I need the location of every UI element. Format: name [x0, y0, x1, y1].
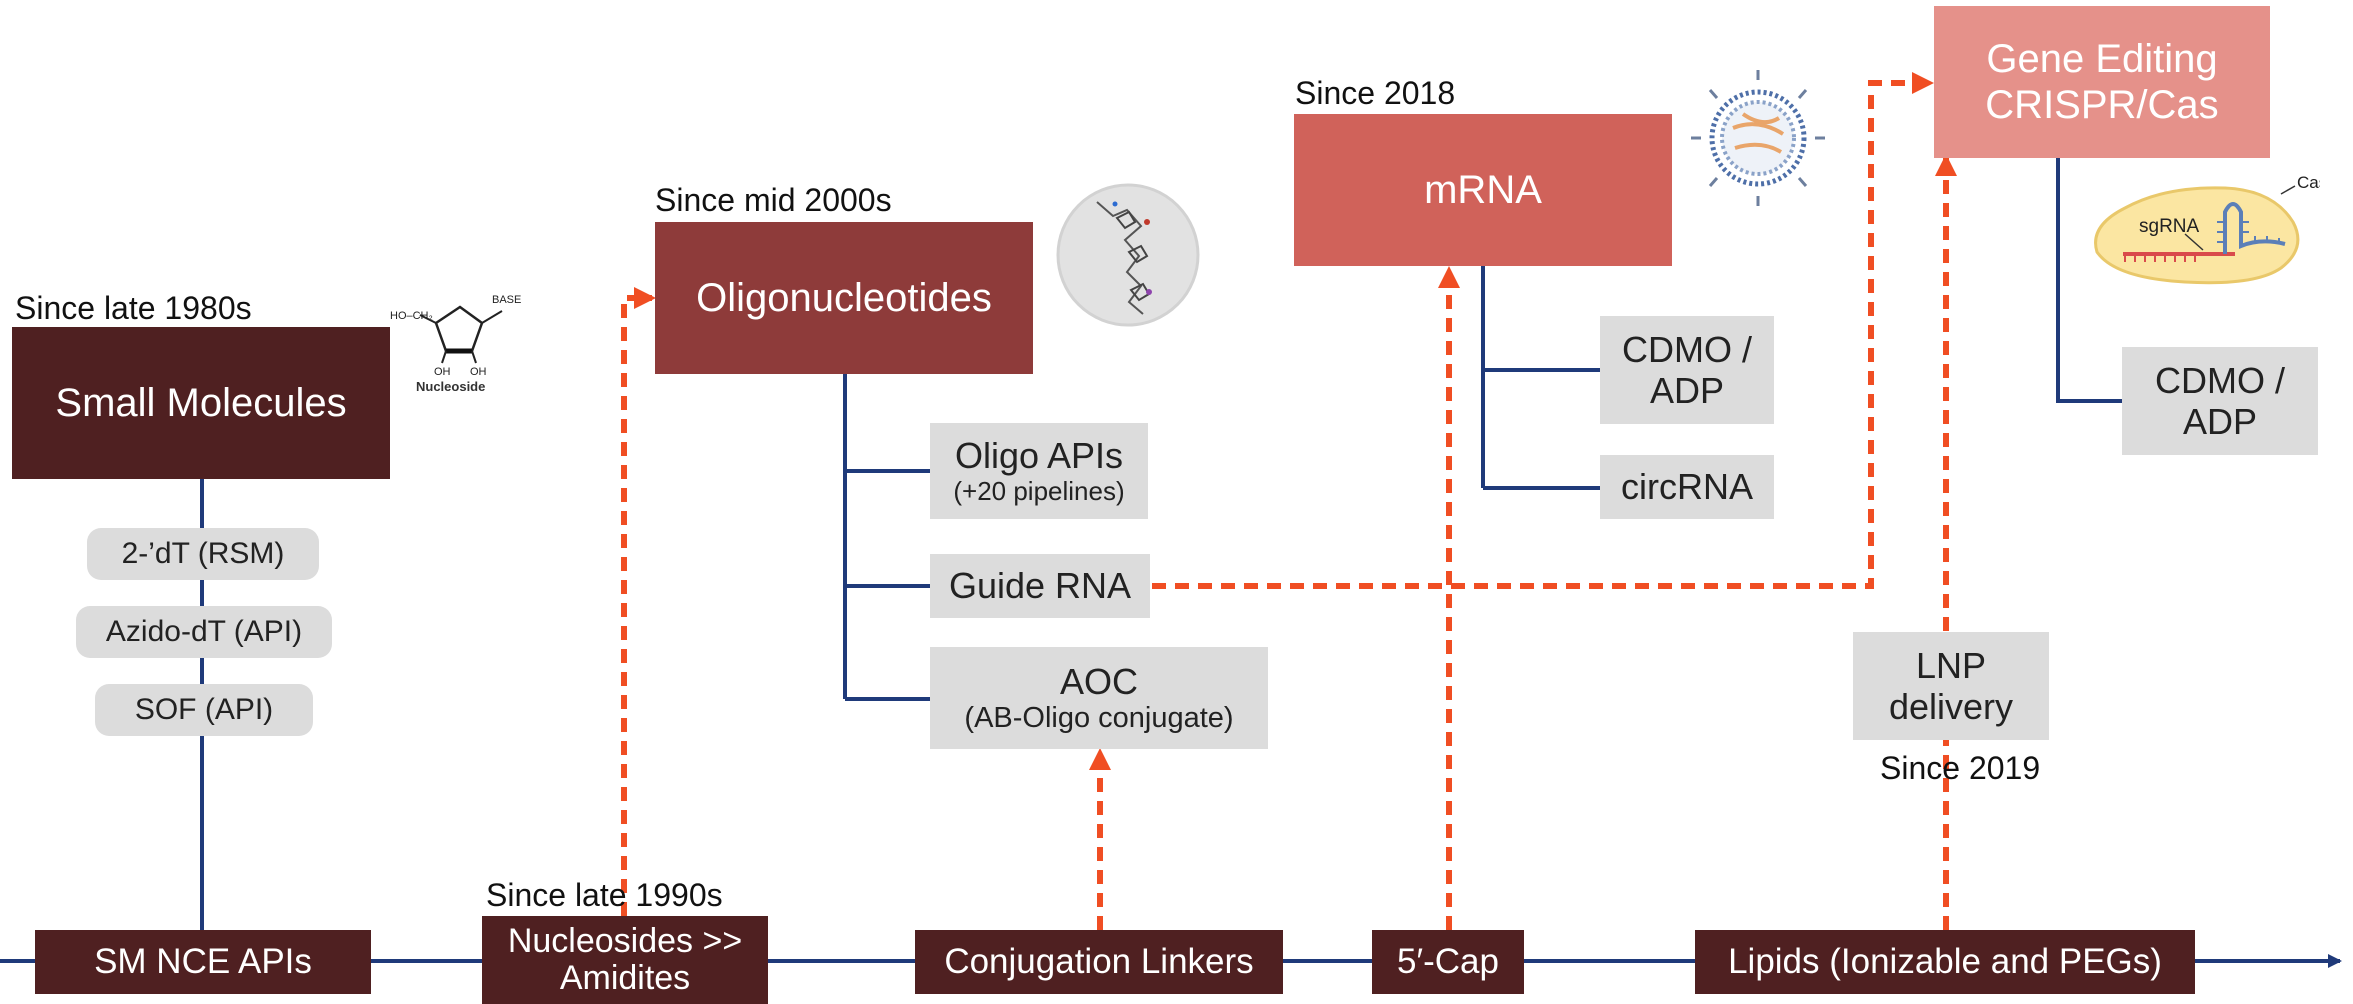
mrna-box: mRNA — [1294, 114, 1672, 266]
aoc-label: AOC — [1059, 660, 1138, 702]
lnp-label-line2: delivery — [1888, 686, 2014, 727]
mrna-cdmo-label-line2: ADP — [1649, 370, 1725, 411]
sgrna-label: sgRNA — [2139, 216, 2200, 237]
mrna-branch-lines — [1481, 265, 1600, 490]
gene-branch-line — [2056, 157, 2122, 403]
nucleoside-base-label: BASE — [492, 294, 521, 306]
gene-cdmo-label-line2: ADP — [2182, 401, 2258, 442]
timeline-nucleosides-label-line2: Amidites — [559, 959, 691, 997]
mrna-cdmo-box: CDMO / ADP — [1600, 316, 1774, 424]
sm-product-item: SOF (API) — [95, 684, 313, 736]
since-label-lnp: Since 2019 — [1880, 750, 2041, 786]
aoc-box: AOC (AB-Oligo conjugate) — [930, 647, 1268, 749]
lnp-delivery-box: LNP delivery — [1853, 632, 2049, 740]
oligo-branch-lines — [843, 372, 930, 701]
timeline-lipids-label: Lipids (Ionizable and PEGs) — [1728, 941, 2162, 981]
timeline-sm-nce-label: SM NCE APIs — [94, 941, 312, 981]
nucleoside-caption: Nucleoside — [416, 379, 485, 394]
since-label-mrna: Since 2018 — [1295, 75, 1456, 111]
sm-product-item: Azido-dT (API) — [76, 606, 332, 658]
guide-rna-to-gene-editing-arrow — [1152, 72, 1934, 589]
timeline-cap-label: 5′-Cap — [1397, 941, 1499, 981]
crispr-cas-icon: sgRNA Cas — [2094, 173, 2320, 285]
small-molecules-box: Small Molecules — [12, 327, 390, 479]
timeline-sm-nce-box: SM NCE APIs — [35, 930, 371, 994]
gene-editing-label-line2: CRISPR/Cas — [1985, 83, 2219, 127]
oligonucleotides-box: Oligonucleotides — [655, 222, 1033, 374]
sm-product-label: Azido-dT (API) — [105, 614, 303, 648]
timeline-linkers-label: Conjugation Linkers — [944, 941, 1254, 981]
nucleoside-structure-icon: HO–CH₂ BASE OH OH Nucleoside — [390, 294, 521, 394]
oligo-apis-label: Oligo APIs — [954, 435, 1124, 477]
mrna-label: mRNA — [1424, 168, 1542, 212]
nucleoside-oh-label: OH — [434, 366, 451, 378]
circrna-label: circRNA — [1621, 466, 1753, 508]
gene-editing-label-line1: Gene Editing — [1986, 37, 2218, 81]
nucleoside-oh-label: OH — [470, 366, 487, 378]
gene-cdmo-box: CDMO / ADP — [2122, 347, 2318, 455]
circrna-box: circRNA — [1600, 455, 1774, 519]
since-label-nucleosides: Since late 1990s — [486, 877, 723, 913]
nucleoside-ho-label: HO–CH₂ — [390, 310, 433, 322]
timeline-nucleosides-label-line1: Nucleosides >> — [507, 921, 743, 960]
mrna-cdmo-label-line1: CDMO / — [1622, 328, 1752, 370]
since-label-oligos: Since mid 2000s — [655, 182, 892, 218]
oligo-apis-sublabel: (+20 pipelines) — [953, 475, 1125, 506]
sm-product-item: 2-’dT (RSM) — [87, 528, 319, 580]
oligo-structure-icon — [1056, 183, 1200, 327]
nucleosides-to-oligo-arrow — [621, 287, 656, 916]
lnp-label-line1: LNP — [1915, 644, 1987, 686]
timeline-linkers-box: Conjugation Linkers — [915, 930, 1283, 994]
guide-rna-label: Guide RNA — [948, 565, 1132, 607]
lipid-nanoparticle-icon — [1691, 70, 1825, 206]
sm-product-label: 2-’dT (RSM) — [121, 536, 285, 570]
cas-label: Cas — [2297, 173, 2320, 192]
oligonucleotides-label: Oligonucleotides — [696, 276, 992, 320]
oligo-apis-box: Oligo APIs (+20 pipelines) — [930, 423, 1148, 519]
since-label-small-molecules: Since late 1980s — [15, 290, 252, 326]
timeline-cap-box: 5′-Cap — [1372, 930, 1524, 994]
guide-rna-box: Guide RNA — [930, 554, 1150, 618]
timeline-lipids-box: Lipids (Ionizable and PEGs) — [1695, 930, 2195, 994]
timeline-nucleosides-box: Nucleosides >> Amidites — [482, 916, 768, 1004]
sm-product-label: SOF (API) — [134, 692, 274, 726]
gene-cdmo-label-line1: CDMO / — [2155, 359, 2285, 401]
small-molecules-label: Small Molecules — [55, 381, 347, 425]
aoc-sublabel: (AB-Oligo conjugate) — [964, 702, 1234, 735]
gene-editing-box: Gene Editing CRISPR/Cas — [1934, 6, 2270, 158]
